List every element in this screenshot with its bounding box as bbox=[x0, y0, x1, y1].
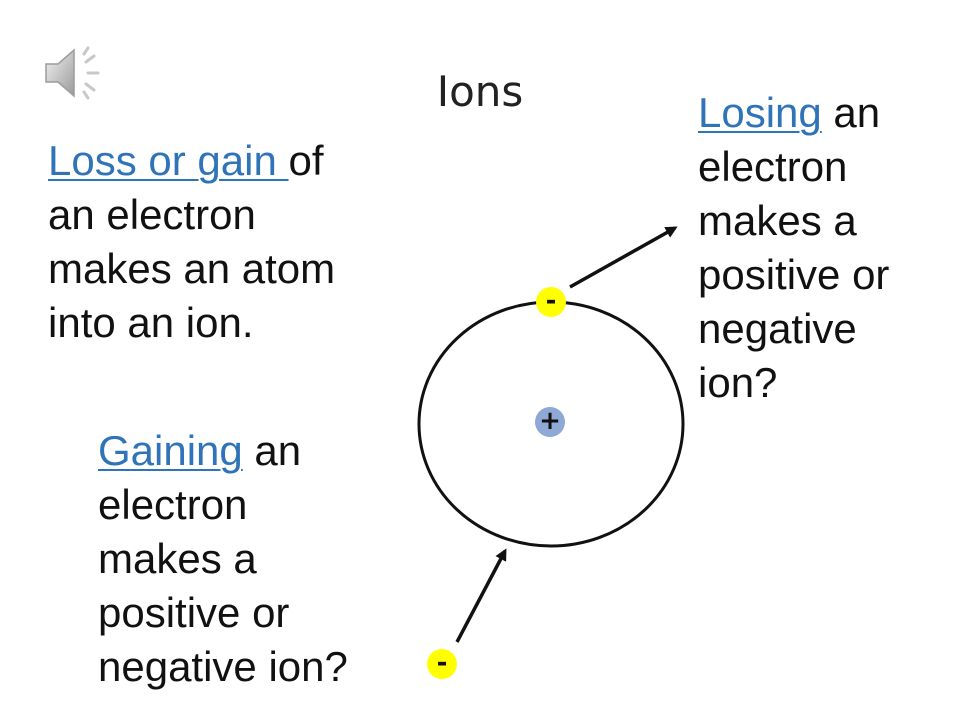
electron-top: - bbox=[536, 287, 566, 317]
losing-line-2: electron bbox=[698, 143, 848, 190]
gaining-line-3: makes a bbox=[98, 535, 257, 582]
gaining-text: Gaining an electron makes a positive or … bbox=[98, 424, 398, 694]
loss-line-3: makes an atom bbox=[48, 245, 336, 292]
loss-line-1-rest: of bbox=[288, 137, 324, 184]
losing-line-1: Losing an bbox=[698, 86, 938, 140]
loss-or-gain-text: Loss or gain of an electron makes an ato… bbox=[48, 134, 388, 350]
gaining-line-1-rest: an bbox=[242, 427, 302, 474]
losing-line-5: negative bbox=[698, 305, 857, 352]
nucleus: + bbox=[535, 407, 565, 437]
speaker-icon[interactable] bbox=[42, 44, 110, 102]
losing-line-4: positive or bbox=[698, 251, 890, 298]
gaining-line-5: negative ion? bbox=[98, 643, 348, 690]
loss-line-4: into an ion. bbox=[48, 299, 254, 346]
gaining-line-2: electron bbox=[98, 481, 248, 528]
losing-line-1-rest: an bbox=[821, 89, 881, 136]
losing-line-6: ion? bbox=[698, 359, 778, 406]
gaining-line-1: Gaining an bbox=[98, 424, 398, 478]
loss-line-2: an electron bbox=[48, 191, 256, 238]
arrow-outgoing bbox=[569, 226, 678, 289]
losing-text: Losing an electron makes a positive or n… bbox=[698, 86, 938, 410]
loss-or-gain-link[interactable]: Loss or gain bbox=[48, 137, 289, 184]
electron-bottom: - bbox=[427, 649, 457, 679]
losing-link[interactable]: Losing bbox=[698, 89, 822, 136]
losing-line-3: makes a bbox=[698, 197, 857, 244]
slide-title: Ions bbox=[436, 67, 524, 116]
gaining-link[interactable]: Gaining bbox=[98, 427, 243, 474]
gaining-line-4: positive or bbox=[98, 589, 290, 636]
arrow-incoming bbox=[455, 548, 507, 643]
loss-line-1: Loss or gain of bbox=[48, 134, 388, 188]
